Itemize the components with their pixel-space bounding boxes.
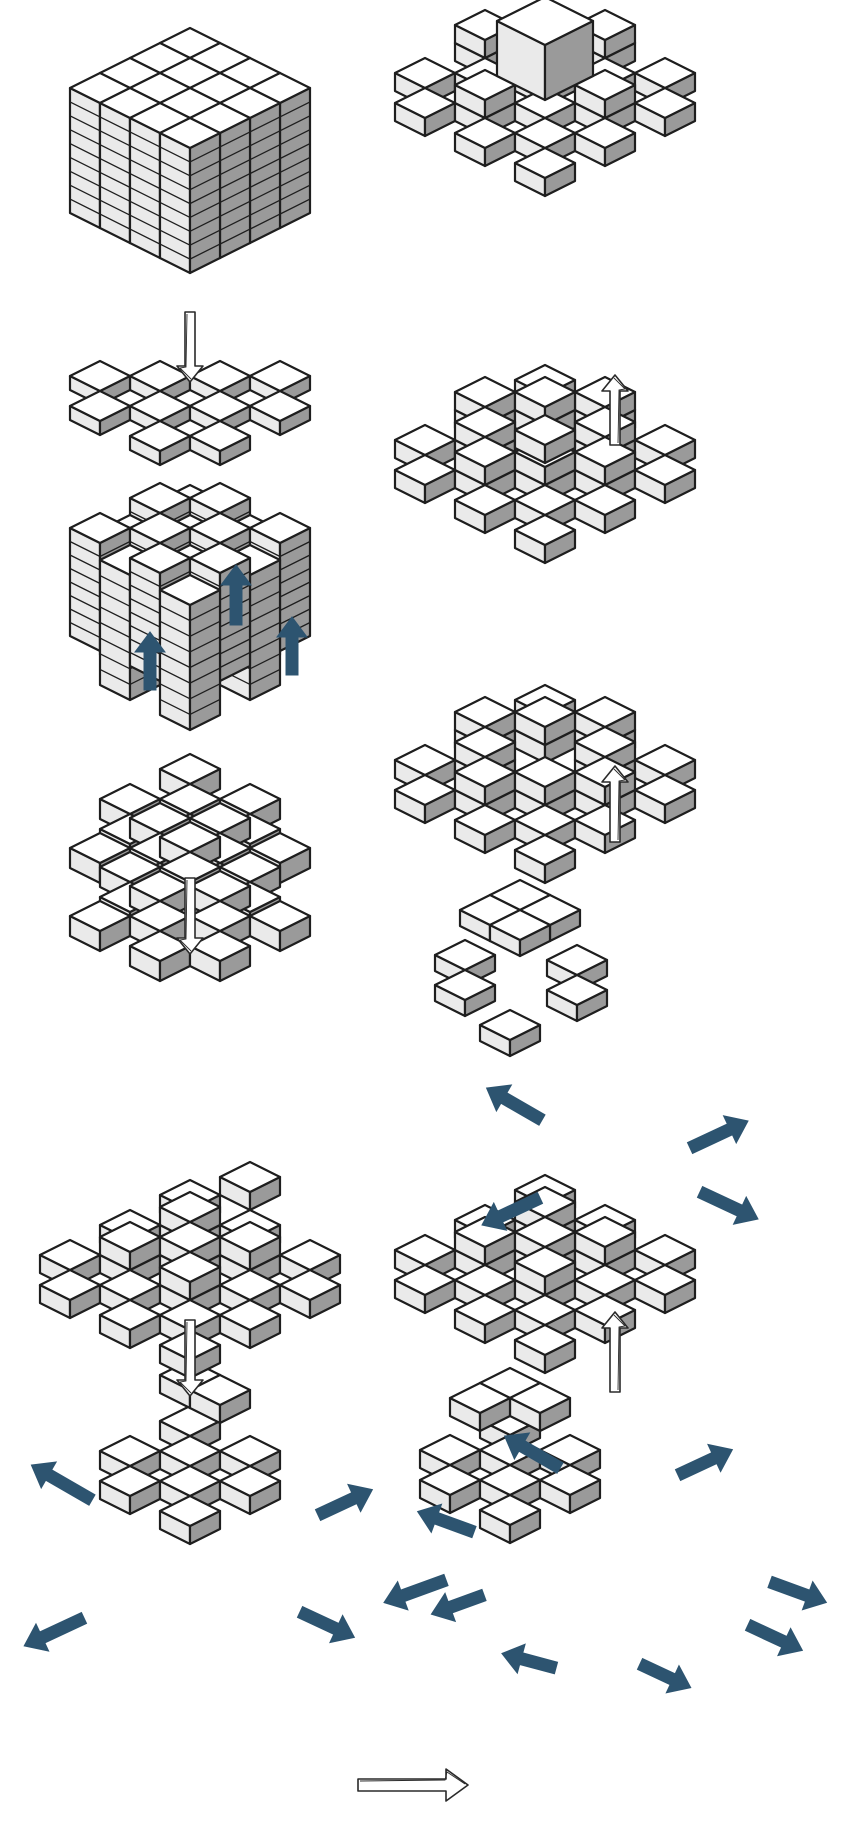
cube — [633, 453, 697, 505]
cube — [573, 483, 637, 535]
cube — [218, 1160, 282, 1212]
cube — [128, 929, 192, 983]
motion-arrow-icon — [383, 1573, 449, 1611]
cube — [218, 1464, 282, 1516]
cube — [68, 389, 132, 437]
flow-arrows — [176, 311, 629, 1802]
cube — [495, 0, 595, 102]
flow-arrow-up-icon — [601, 765, 629, 843]
panel-extract-layer — [68, 359, 312, 732]
flow-arrow-right-icon — [357, 1768, 469, 1802]
panel-spread-layers — [38, 1160, 342, 1546]
cube — [478, 1008, 542, 1058]
cube — [633, 773, 697, 825]
cube — [188, 419, 252, 467]
cube — [513, 695, 577, 747]
cube — [218, 1298, 282, 1350]
cube — [98, 1220, 162, 1272]
cube — [158, 116, 222, 275]
motion-arrow-icon — [485, 1084, 546, 1126]
cube — [128, 419, 192, 467]
cube — [545, 973, 609, 1023]
motion-arrow-icon — [276, 616, 308, 676]
motion-arrow-icon — [23, 1611, 88, 1652]
cube — [488, 908, 552, 958]
motion-arrows — [23, 564, 828, 1694]
flow-arrow-down-icon — [176, 1319, 204, 1397]
cube — [633, 1263, 697, 1315]
panel-spread-base — [393, 1173, 697, 1545]
cube — [188, 1373, 252, 1425]
cube — [448, 1381, 512, 1433]
cube — [248, 899, 312, 953]
cube — [98, 1268, 162, 1320]
panel-final-assembly — [393, 0, 697, 198]
panel-ring-layer — [393, 363, 697, 565]
motion-arrow-icon — [481, 1191, 544, 1231]
cube — [513, 513, 577, 565]
flow-arrow-down-icon — [176, 311, 204, 383]
motion-arrow-icon — [636, 1657, 692, 1694]
cube — [218, 1434, 282, 1486]
motion-arrow-icon — [744, 1618, 804, 1657]
cube — [393, 1263, 457, 1315]
flow-arrow-up-icon — [601, 374, 629, 446]
cube — [633, 86, 697, 138]
motion-arrow-icon — [30, 1461, 96, 1506]
cube — [513, 833, 577, 885]
motion-arrow-icon — [296, 1605, 356, 1644]
panel-separate-pieces — [393, 683, 697, 1058]
cube — [453, 116, 517, 168]
motion-arrow-icon — [416, 1503, 477, 1539]
motion-arrow-icon — [501, 1643, 559, 1675]
cube — [478, 1493, 542, 1545]
flow-arrow-down-icon — [176, 877, 204, 955]
cube — [158, 1250, 222, 1302]
cube — [68, 899, 132, 953]
cube — [393, 453, 457, 505]
cube — [433, 968, 497, 1018]
cube — [393, 86, 457, 138]
motion-arrow-icon — [696, 1185, 759, 1225]
cube — [453, 483, 517, 535]
cube — [158, 1494, 222, 1546]
cube — [393, 773, 457, 825]
cube — [248, 389, 312, 437]
cube — [513, 755, 577, 807]
motion-arrow-icon — [686, 1115, 749, 1155]
motion-arrow-icon — [314, 1483, 374, 1522]
motion-arrow-icon — [674, 1443, 734, 1482]
cube — [573, 116, 637, 168]
cube — [248, 359, 312, 407]
cube — [513, 146, 577, 198]
cube — [573, 68, 637, 120]
cube — [508, 1381, 572, 1433]
cube — [98, 1464, 162, 1516]
motion-arrow-icon — [503, 1432, 564, 1474]
cube — [538, 1463, 602, 1515]
cube — [513, 413, 577, 465]
motion-arrow-icon — [767, 1575, 828, 1611]
panel-stacked-block — [68, 26, 312, 275]
motion-arrow-icon — [220, 564, 252, 626]
cube — [278, 1268, 342, 1320]
cube — [158, 573, 222, 732]
motion-arrow-icon — [430, 1588, 487, 1623]
cube — [513, 1323, 577, 1375]
flow-arrow-up-icon — [601, 1311, 629, 1393]
motion-arrow-icon — [134, 631, 166, 691]
